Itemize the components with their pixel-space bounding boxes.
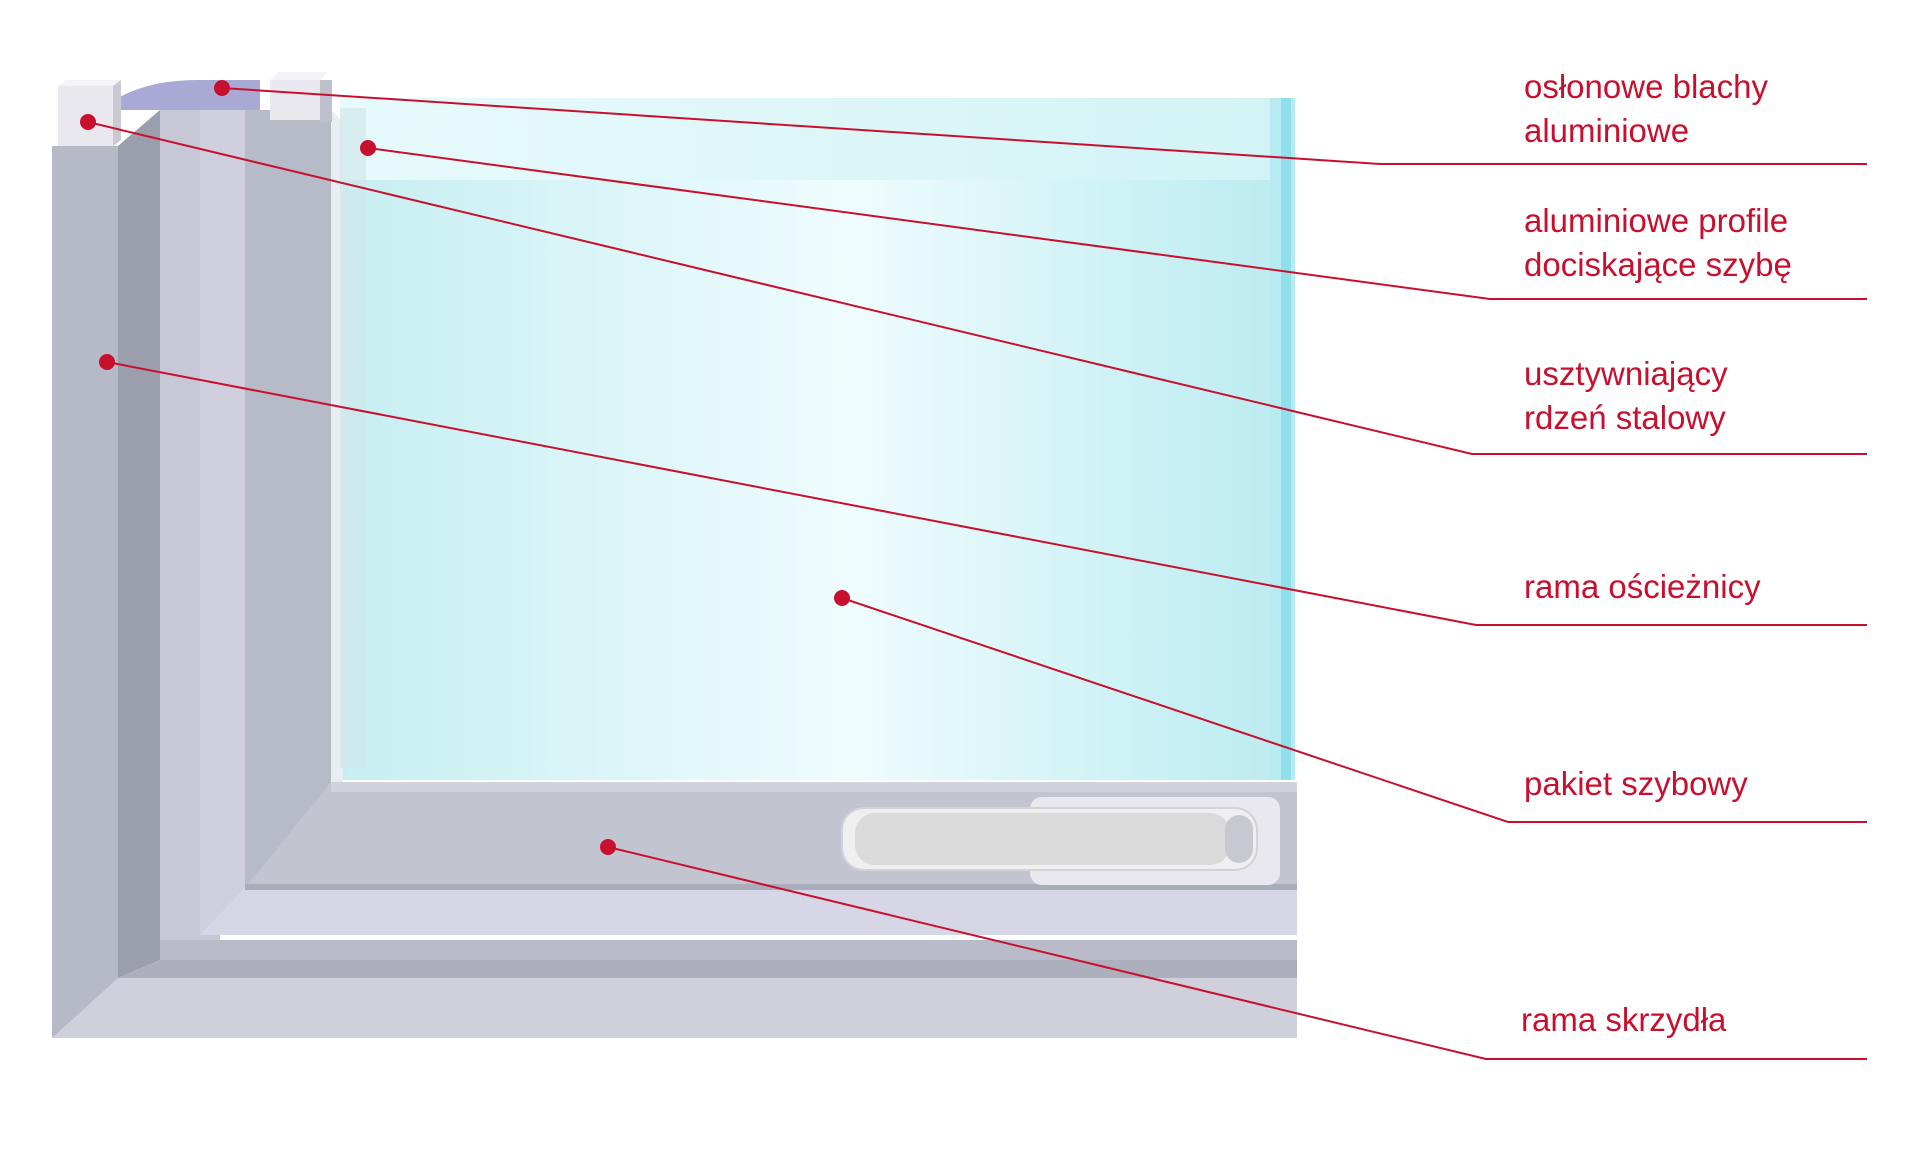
leader-pressing-profiles-line — [367, 147, 1867, 300]
handle-shape — [841, 797, 1280, 885]
glazing-unit-shape — [340, 98, 1295, 780]
label-frame: rama ościeżnicy — [1524, 568, 1761, 605]
leader-sash-frame-line — [607, 846, 1867, 1060]
leader-frame-line — [106, 361, 1867, 626]
label-glazing-unit: pakiet szybowy — [1524, 765, 1748, 802]
leader-glazing-unit-line — [841, 597, 1867, 823]
leader-steel-core-line — [87, 121, 1867, 455]
leader-pressing-profiles-dot — [360, 140, 376, 156]
label-sash-frame: rama skrzydła — [1521, 1001, 1727, 1038]
leader-cover-sheets-line — [221, 87, 1867, 165]
leader-cover-sheets-dot — [214, 80, 230, 96]
frame-shape — [52, 100, 1297, 1038]
leader-sash-frame-dot — [600, 839, 616, 855]
leader-lines — [80, 80, 1867, 1060]
leader-frame-dot — [99, 354, 115, 370]
leader-glazing-unit-dot — [834, 590, 850, 606]
leader-steel-core-dot — [80, 114, 96, 130]
